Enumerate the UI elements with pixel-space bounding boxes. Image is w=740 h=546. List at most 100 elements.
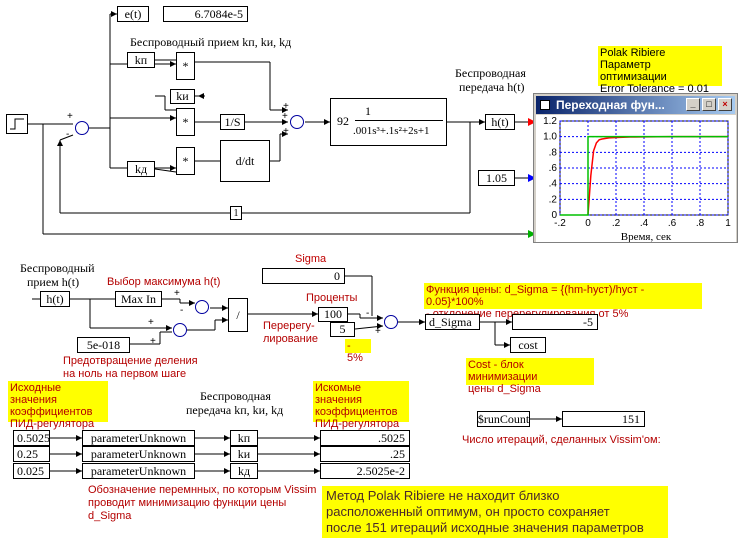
step-input-block[interactable] (6, 114, 28, 134)
x-tick-label: .6 (668, 218, 677, 229)
note-line: Параметр оптимизации (600, 59, 667, 83)
error-summer[interactable] (75, 121, 89, 135)
kp-block[interactable]: kп (127, 52, 155, 68)
note-line: цены d_Sigma (468, 383, 541, 395)
divide-block[interactable]: / (228, 298, 248, 332)
window-icon (540, 100, 550, 110)
note-line: расположенный оптимум, он просто сохраня… (326, 504, 610, 519)
minimize-icon[interactable]: _ (686, 98, 700, 111)
plot-titlebar[interactable]: Переходная фун... _ □ × (536, 96, 735, 114)
init-value-ki[interactable]: 0.25 (13, 446, 50, 462)
dsigma-summer[interactable] (384, 315, 398, 329)
kd-block[interactable]: kд (127, 161, 155, 177)
setpoint-block[interactable]: 1.05 (478, 170, 515, 186)
wireless-in-label-2: прием h(t) (27, 275, 80, 289)
cost-block[interactable]: cost (510, 337, 546, 353)
sign-minus: - (366, 308, 370, 319)
ht-transmit-block[interactable]: h(t) (485, 114, 515, 130)
run-count-display[interactable]: 151 (562, 411, 645, 427)
percent-label: Проценты (306, 292, 358, 304)
max-in-block[interactable]: Max In (115, 291, 162, 307)
max-label: Выбор максимума h(t) (107, 276, 221, 288)
sign-plus: + (148, 317, 154, 328)
note-line: Polak Ribiere (600, 47, 666, 59)
vars-note-1: Обозначение перемнных, по которым Vissim (88, 484, 317, 496)
note-line: ПИД-регулятора (10, 418, 95, 430)
sigma-label: Sigma (295, 253, 327, 265)
result-kd-display[interactable]: 2.5025e-2 (320, 463, 410, 479)
parameter-unknown-ki[interactable]: parameterUnknown (82, 446, 195, 462)
derivative-block[interactable]: d/dt (220, 140, 270, 182)
note-line: Метод Polak Ribiere не находит близко (326, 488, 560, 503)
tx-kd-block[interactable]: kд (230, 463, 258, 479)
note-line: коэффициентов (10, 406, 93, 418)
eps-summer[interactable] (173, 323, 187, 337)
x-axis-label: Время, сек (621, 231, 672, 242)
y-tick-label: .6 (549, 163, 558, 174)
five-block[interactable]: 5 (330, 322, 355, 337)
vars-note-2: проводит минимизацию функции цены (88, 497, 287, 509)
y-tick-label: .2 (549, 194, 558, 205)
vars-note-3: d_Sigma (88, 510, 132, 522)
percent-block[interactable]: 100 (318, 307, 348, 322)
pid-summer[interactable] (290, 115, 304, 129)
ki-multiplier[interactable]: * (176, 108, 195, 136)
wireless-in-label-1: Беспроводный (20, 261, 95, 275)
feedback-gain-block[interactable]: 1 (230, 206, 242, 220)
ht-receive-block[interactable]: h(t) (40, 291, 70, 307)
init-value-kd[interactable]: 0.025 (13, 463, 50, 479)
x-tick-label: .8 (696, 218, 705, 229)
sigma-display[interactable]: 0 (262, 268, 345, 284)
run-count-block[interactable]: $runCount (477, 411, 530, 427)
note-line: Искомые значения (315, 382, 363, 406)
close-icon[interactable]: × (718, 98, 732, 111)
five-percent-note: - 5% (345, 339, 371, 364)
result-ki-display[interactable]: .25 (320, 446, 410, 462)
transfer-function-block[interactable]: 92 1 .001s³+.1s²+2s+1 (330, 98, 447, 146)
ki-block[interactable]: kи (170, 89, 195, 104)
init-value-kp[interactable]: 0.5025 (13, 430, 50, 446)
result-kp-display[interactable]: .5025 (320, 430, 410, 446)
integrator-block[interactable]: 1/S (220, 114, 245, 130)
overshoot-summer[interactable] (195, 300, 209, 314)
div-note-2: на ноль на первом шаге (63, 368, 187, 380)
sign-plus: + (150, 336, 156, 347)
y-tick-label: .8 (549, 147, 558, 158)
eps-block[interactable]: 5e-018 (77, 337, 130, 353)
kd-multiplier[interactable]: * (176, 147, 195, 175)
reference-series-line (560, 135, 728, 216)
note-line: Функция цены: d_Sigma = {(hm-hуст)/hуст … (426, 284, 645, 308)
wireless-ht-label-1: Беспроводная (455, 66, 526, 80)
kp-multiplier[interactable]: * (176, 52, 195, 80)
error-label-block[interactable]: e(t) (117, 6, 149, 22)
tx-ki-block[interactable]: kи (230, 446, 258, 462)
tf-fraction-bar (355, 120, 443, 121)
sign-plus: + (174, 288, 180, 299)
maximize-icon[interactable]: □ (702, 98, 716, 111)
plot-background (536, 115, 736, 242)
wireless-pid-label: Беспроводный прием kп, kи, kд (130, 35, 292, 49)
overshoot-label-2: лирование (263, 333, 318, 345)
x-tick-label: .2 (612, 218, 621, 229)
sign-plus: + (283, 126, 289, 137)
note-line: коэффициентов (315, 406, 398, 418)
tx-label-1: Беспроводная (200, 389, 271, 403)
x-tick-label: .4 (640, 218, 649, 229)
tx-kp-block[interactable]: kп (230, 430, 258, 446)
parameter-unknown-kd[interactable]: parameterUnknown (82, 463, 195, 479)
overshoot-label-1: Перерегу- (263, 320, 315, 332)
error-value-display[interactable]: 6.7084e-5 (163, 6, 248, 22)
parameter-unknown-kp[interactable]: parameterUnknown (82, 430, 195, 446)
y-tick-label: 1.2 (543, 116, 557, 127)
dsigma-block[interactable]: d_Sigma (425, 314, 480, 330)
iteration-note: Число итераций, сделанных Vissim'ом: (462, 434, 661, 446)
dsigma-display[interactable]: -5 (512, 314, 598, 330)
cost-desc-note: Cost - блок минимизации цены d_Sigma (466, 358, 594, 395)
sign-minus: - (180, 305, 184, 316)
tf-denominator: .001s³+.1s²+2s+1 (353, 125, 430, 137)
wireless-ht-label-2: передача h(t) (459, 80, 525, 94)
sign-plus: + (283, 101, 289, 112)
